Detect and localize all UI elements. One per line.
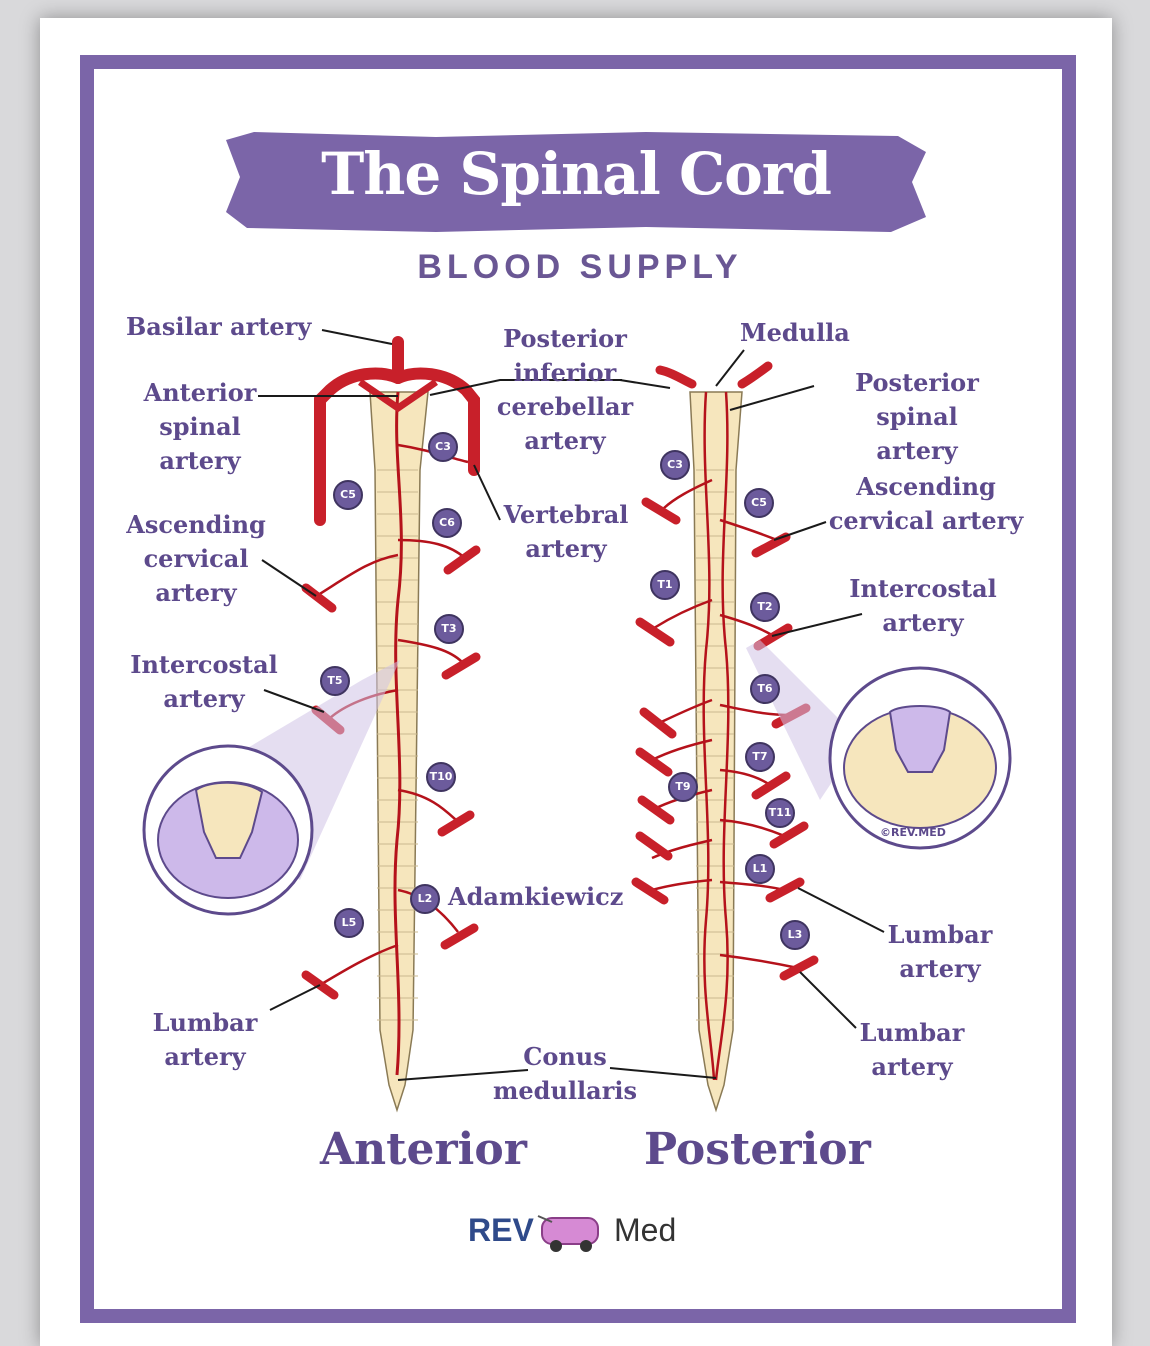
posterior-level-badge-t7: T7: [745, 742, 775, 772]
posterior-level-badge-t6: T6: [750, 674, 780, 704]
label-adamkiewicz: Adamkiewicz: [448, 880, 623, 914]
anterior-level-badge-c6: C6: [432, 508, 462, 538]
anterior-level-badge-t3: T3: [434, 614, 464, 644]
anterior-level-badge-t5: T5: [320, 666, 350, 696]
label-ascending-cervical-artery-left: Ascending cervical artery: [126, 508, 266, 610]
ambulance-icon: [534, 1206, 614, 1256]
posterior-level-badge-c3: C3: [660, 450, 690, 480]
label-vertebral-artery: Vertebral artery: [496, 498, 636, 566]
posterior-level-badge-t9: T9: [668, 772, 698, 802]
posterior-level-badge-l1: L1: [745, 854, 775, 884]
label-pica: Posterior inferior cerebellar artery: [490, 322, 640, 458]
logo-rev-text: REV: [468, 1212, 534, 1249]
view-label-anterior: Anterior: [320, 1124, 527, 1175]
label-lumbar-artery-right-1: Lumbar artery: [880, 918, 1000, 986]
anterior-level-badge-c5: C5: [333, 480, 363, 510]
label-lumbar-artery-left: Lumbar artery: [146, 1006, 264, 1074]
posterior-level-badge-c5: C5: [744, 488, 774, 518]
anterior-level-badge-t10: T10: [426, 762, 456, 792]
label-conus-medullaris: Conus medullaris: [490, 1040, 640, 1108]
view-label-posterior: Posterior: [644, 1124, 871, 1175]
anterior-level-badge-l2: L2: [410, 884, 440, 914]
label-anterior-spinal-artery: Anterior spinal artery: [140, 376, 260, 478]
posterior-cord: [636, 366, 814, 1110]
label-intercostal-artery-left: Intercostal artery: [130, 648, 278, 716]
watermark: ©REV.MED: [880, 826, 946, 840]
label-lumbar-artery-right-2: Lumbar artery: [852, 1016, 972, 1084]
revmed-logo: REV Med: [468, 1206, 708, 1256]
label-ascending-cervical-artery-right: Ascending cervical artery: [824, 470, 1028, 538]
anterior-level-badge-c3: C3: [428, 432, 458, 462]
posterior-level-badge-t1: T1: [650, 570, 680, 600]
anterior-level-badge-l5: L5: [334, 908, 364, 938]
posterior-level-badge-t2: T2: [750, 592, 780, 622]
label-medulla: Medulla: [740, 316, 850, 350]
logo-med-text: Med: [614, 1212, 676, 1249]
label-posterior-spinal-artery: Posterior spinal artery: [812, 366, 1022, 468]
label-intercostal-artery-right: Intercostal artery: [848, 572, 998, 640]
posterior-level-badge-t11: T11: [765, 798, 795, 828]
posterior-level-badge-l3: L3: [780, 920, 810, 950]
label-basilar-artery: Basilar artery: [126, 310, 311, 344]
